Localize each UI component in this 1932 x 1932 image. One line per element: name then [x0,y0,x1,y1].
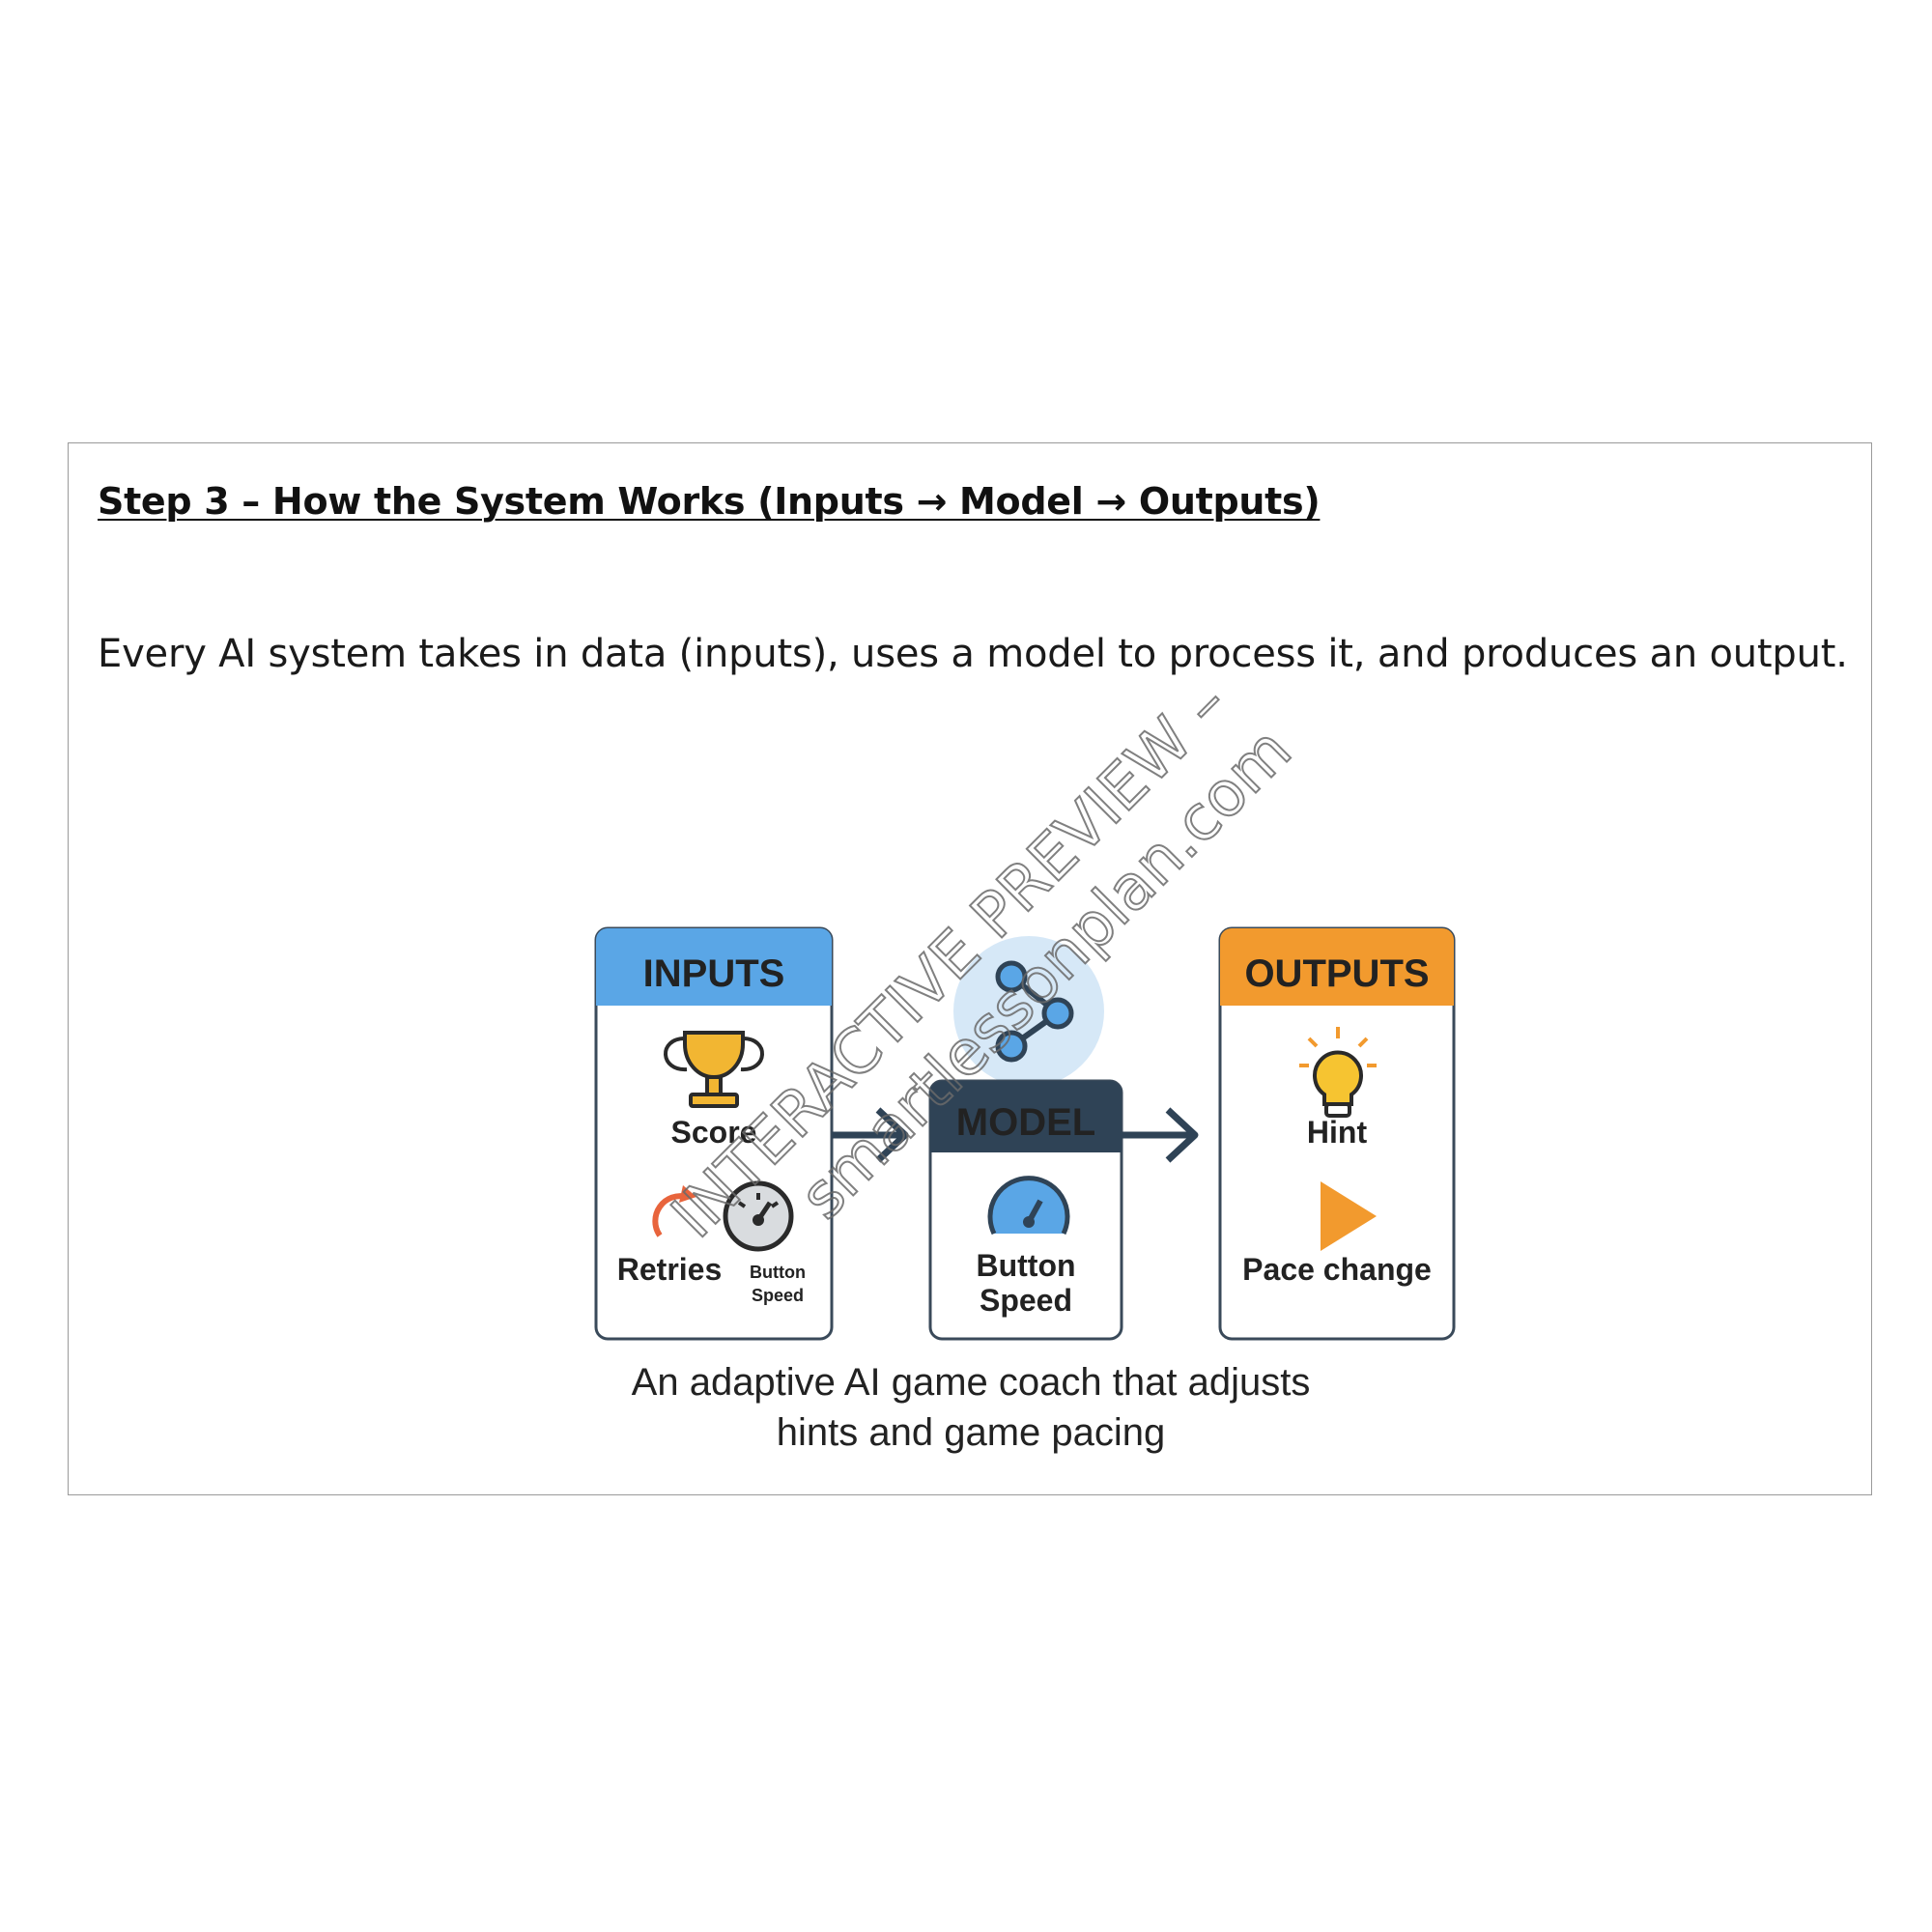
retry-arrow-icon [652,1185,696,1237]
output-pace-label: Pace change [1242,1252,1432,1287]
step-card: Step 3 – How the System Works (Inputs → … [68,442,1872,1495]
model-label-line2: Speed [980,1283,1072,1318]
model-label-line1: Button [976,1248,1075,1283]
input-button-label: Button [750,1263,806,1282]
section-heading: Step 3 – How the System Works (Inputs → … [98,480,1321,523]
diagram-caption: An adaptive AI game coach that adjusts h… [69,1357,1873,1458]
section-paragraph: Every AI system takes in data (inputs), … [98,632,1848,676]
arrow-inputs-to-model [832,1107,909,1163]
outputs-title: OUTPUTS [1244,952,1429,995]
network-nodes-icon [953,936,1104,1087]
play-icon [1321,1181,1377,1251]
speedometer-icon [723,1180,794,1252]
inputs-title: INPUTS [643,952,785,995]
output-hint-label: Hint [1307,1115,1368,1150]
input-score-label: Score [671,1115,757,1150]
caption-line-2: hints and game pacing [776,1411,1166,1454]
input-retries-label: Retries [617,1252,723,1287]
trophy-icon [664,1031,764,1108]
model-title: MODEL [956,1101,1095,1144]
model-panel: MODEL Button Speed [928,1079,1123,1341]
input-speed-label: Speed [752,1286,804,1305]
outputs-panel: OUTPUTS Hint Pace change [1218,926,1456,1341]
inputs-panel: INPUTS Score [594,926,834,1341]
arrow-model-to-outputs [1122,1107,1199,1163]
caption-line-1: An adaptive AI game coach that adjusts [631,1361,1311,1404]
lightbulb-icon [1299,1027,1377,1118]
system-diagram: INPUTS Score [594,926,1456,1341]
gauge-icon [987,1176,1070,1236]
